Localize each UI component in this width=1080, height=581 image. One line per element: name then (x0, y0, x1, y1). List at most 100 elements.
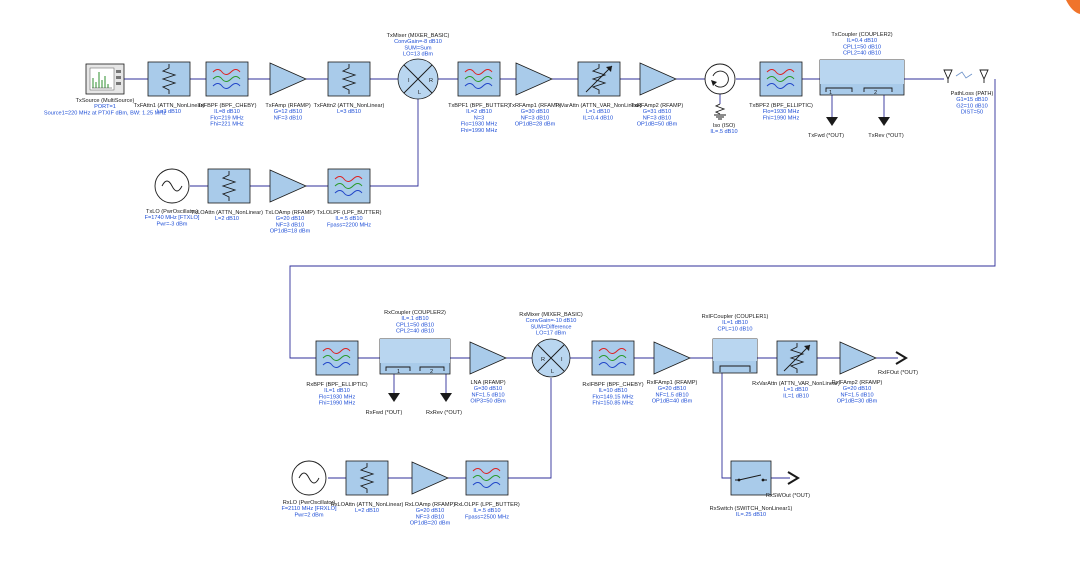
txrfamp1-label-line: NF=3 dB10 (521, 115, 549, 121)
rxlo-label-line: RxLO (PwrOscillator) (283, 500, 336, 506)
rxbpf-label-line: IL=1 dB10 (324, 388, 350, 394)
rxmixer-label-line: RxMixer (MIXER_BASIC) (519, 312, 583, 318)
rx-lo-lpf-block[interactable] (465, 460, 509, 496)
txvarattn-label-line: IL=0.4 dB10 (583, 115, 613, 121)
rx-lo-attn-block[interactable] (345, 460, 389, 496)
tx-var-attn-block[interactable] (577, 61, 621, 97)
txcoupler-label-line: TxCoupler (COUPLER2) (831, 32, 892, 38)
rxbpf-label-line: Fhi=1990 MHz (319, 401, 356, 407)
rx-lo-attn-label: RxLOAttn (ATTN_NonLinear)L=2 dB10 (331, 502, 404, 514)
path-loss-antennas[interactable] (943, 69, 989, 83)
txbpf1-label-line: Flo=1930 MHz (461, 122, 498, 128)
rxifcoupler-label-line: RxIFCoupler (COUPLER1) (702, 314, 769, 320)
txcoupler-label-line: IL=0.4 dB10 (847, 38, 877, 44)
tx-fwd-out-arrow (826, 117, 838, 126)
txfattn2-label-line: L=3 dB10 (337, 109, 361, 115)
rx-fwd-label: RxFwd (*OUT) (366, 410, 403, 416)
rx-fwd-out-arrow (388, 393, 400, 402)
tx-lo-lpf-block[interactable] (327, 168, 371, 204)
tx-f-attn1-block[interactable] (147, 61, 191, 97)
txcoupler-label-line: CPL1=50 dB10 (843, 44, 881, 50)
tx-lo-amp-block[interactable] (269, 169, 307, 203)
rx-if-coupler-block[interactable] (712, 338, 758, 374)
txfattn1-label-line: L=3 dB10 (157, 109, 181, 115)
tx-f-attn2-label: TxFAttn2 (ATTN_NonLinear)L=3 dB10 (314, 103, 385, 115)
rxbpf-label-line: RxBPF (BPF_ELLIPTIC) (306, 382, 367, 388)
rxloamp-label-line: RxLOAmp (RFAMP) (405, 502, 455, 508)
rx-bpf-block[interactable] (315, 340, 359, 376)
tx-mixer-port-i: I (408, 78, 410, 84)
pathloss-label-line: G1=15 dB10 (956, 97, 988, 103)
txbpf1-label-line: Fhi=1990 MHz (461, 128, 498, 134)
rx-if-amp2-block[interactable] (839, 341, 877, 375)
rx-lo-oscillator[interactable] (291, 460, 327, 496)
rxswitch-label-line: RxSwitch (SWITCH_NonLinear1) (710, 506, 793, 512)
txmixer-label-line: ConvGain=-8 dB10 (394, 39, 442, 45)
txlo-label-line: TxLO (PwrOscillator) (146, 209, 198, 215)
txsource-label-line: TxSource (MultiSource) (76, 98, 135, 104)
rxifamp1-label-line: OP1dB=40 dBm (652, 399, 693, 405)
rxcoupler-label-line: CPL1=50 dB10 (396, 322, 434, 328)
rxifamp2-label-line: G=20 dB10 (843, 386, 871, 392)
txfwd-label-line: TxFwd (*OUT) (808, 133, 844, 139)
rxifout-label-line: RxIFOut (*OUT) (878, 370, 918, 376)
rx-if-amp1-block[interactable] (653, 341, 691, 375)
rxloamp-label-line: NF=3 dB10 (416, 514, 444, 520)
txfamp-label-line: NF=3 dB10 (274, 115, 302, 121)
txsource-label-line: Source1=220 MHz at PTXIF dBm, BW: 1.25 M… (44, 110, 166, 116)
tx-mixer-block[interactable]: I R L (397, 58, 439, 100)
rxloamp-label-line: OP1dB=20 dBm (410, 521, 451, 527)
rxloamp-label-line: G=20 dB10 (416, 508, 444, 514)
rxifamp1-label-line: RxIFAmp1 (RFAMP) (647, 380, 698, 386)
tx-coupler-block[interactable]: 1 2 (819, 59, 905, 96)
tx-lo-attn-block[interactable] (207, 168, 251, 204)
rxcoupler-label-line: CPL2=40 dB10 (396, 329, 434, 335)
tx-lo-label: TxLO (PwrOscillator)F=1740 MHz [FTXLO]Pw… (145, 209, 200, 227)
txlolpf-label-line: TxLOLPF (LPF_BUTTER) (317, 210, 382, 216)
tx-f-bpf-block[interactable] (205, 61, 249, 97)
isolator-block[interactable] (704, 63, 736, 120)
tx-lo-oscillator[interactable] (154, 168, 190, 204)
rx-lo-amp-block[interactable] (411, 461, 449, 495)
rxifcoupler-label-line: IL=1 dB10 (722, 320, 748, 326)
rxifamp1-label-line: NF=1.5 dB10 (655, 392, 688, 398)
txbpf1-label-line: N=3 (474, 115, 484, 121)
tx-rf-amp1-block[interactable] (515, 62, 553, 96)
rx-coupler-port-2: 2 (430, 369, 433, 375)
txcoupler-label-line: CPL2=40 dB10 (843, 51, 881, 57)
rxlo-label-line: Pwr=2 dBm (294, 512, 323, 518)
tx-bpf2-block[interactable] (759, 61, 803, 97)
rxifbpf-label-line: IL=10 dB10 (599, 388, 628, 394)
txloamp-label-line: OP1dB=18 dBm (270, 229, 311, 235)
tx-source-block[interactable] (85, 63, 125, 95)
rx-if-bpf-block[interactable] (591, 340, 635, 376)
rxbpf-label-line: Flo=1930 MHz (319, 394, 356, 400)
rx-switch-block[interactable] (730, 460, 772, 496)
txfamp-label-line: TxFAmp (RFAMP) (265, 103, 311, 109)
txsource-label-line: PORT=1 (94, 104, 116, 110)
rx-var-attn-block[interactable] (776, 340, 818, 376)
rxifamp2-label-line: RxIFAmp2 (RFAMP) (832, 380, 883, 386)
tx-bpf1-block[interactable] (457, 61, 501, 97)
txvarattn-label-line: TxVarAttn (ATTN_VAR_NonLinear) (554, 103, 641, 109)
txloattn-label-line: L=2 dB10 (215, 216, 239, 222)
tx-rf-amp2-block[interactable] (639, 62, 677, 96)
rx-mixer-block[interactable]: R I L (531, 338, 571, 378)
pathloss-label-line: PathLoss (PATH) (951, 91, 994, 97)
tx-f-amp-block[interactable] (269, 62, 307, 96)
rx-switch-label: RxSwitch (SWITCH_NonLinear1)IL=.25 dB10 (710, 506, 793, 518)
tx-f-attn2-block[interactable] (327, 61, 371, 97)
lna-block[interactable] (469, 341, 507, 375)
rx-coupler-block[interactable]: 1 2 (379, 338, 451, 375)
